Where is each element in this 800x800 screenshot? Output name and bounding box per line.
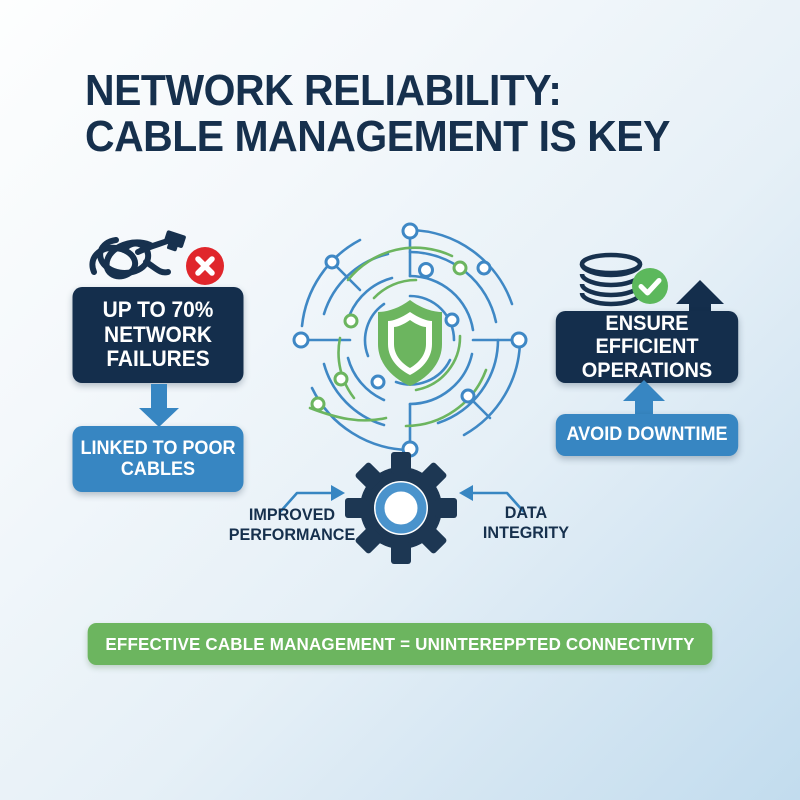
arrow-left [455,483,525,513]
outcome-box-text: ENSURE EFFICIENT OPERATIONS [581,311,713,382]
stat-box-text: UP TO 70% NETWORK FAILURES [102,297,214,372]
up-arrow-dark [672,280,728,340]
outcome-box-efficient-operations: ENSURE EFFICIENT OPERATIONS [555,311,739,383]
support-box-text: AVOID DOWNTIME [566,424,728,446]
page-title: NETWORK RELIABILITY: CABLE MANAGEMENT IS… [85,68,680,160]
up-arrow-blue [617,380,671,422]
bottom-banner: EFFECTIVE CABLE MANAGEMENT = UNINTEREPPT… [87,623,713,665]
network-shield-circuit-graphic [288,218,532,462]
support-box-avoid-downtime: AVOID DOWNTIME [555,414,739,456]
gear-label-integrity-line-1: DATA [504,503,548,522]
gear-label-improved-performance: IMPROVED PERFORMANCE [226,505,359,545]
title-line-1: NETWORK RELIABILITY: [85,66,562,115]
green-check-badge [628,264,672,308]
gear-label-data-integrity: DATA INTEGRITY [469,503,583,543]
down-arrow [133,384,185,428]
gear-icon [345,452,457,564]
gear-label-improved-line-2: PERFORMANCE [228,525,356,544]
result-box-text: LINKED TO POOR CABLES [80,437,236,480]
arrow-right [279,483,349,513]
title-line-2: CABLE MANAGEMENT IS KEY [85,112,670,161]
gear-label-integrity-line-2: INTEGRITY [482,523,570,542]
bottom-banner-text: EFFECTIVE CABLE MANAGEMENT = UNINTEREPPT… [105,633,695,654]
result-box-poor-cables: LINKED TO POOR CABLES [72,426,244,492]
red-x-badge [182,243,228,289]
stat-box-network-failures: UP TO 70% NETWORK FAILURES [72,287,244,383]
tangled-cable-icon [86,224,196,286]
gear-label-improved-line-1: IMPROVED [248,505,336,524]
